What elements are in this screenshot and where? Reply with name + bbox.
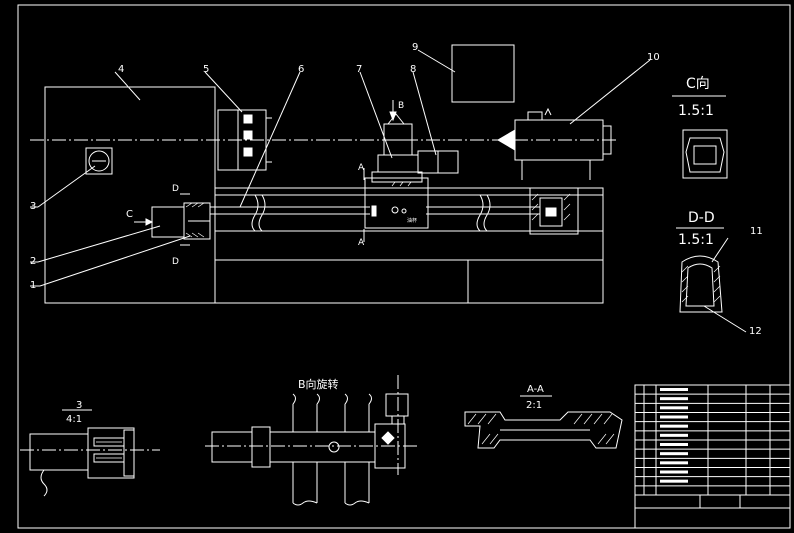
- title-block-cell-text: [660, 461, 688, 465]
- machine-bed: [214, 187, 604, 304]
- title-block-cell-text: [660, 433, 688, 437]
- title-block: [634, 384, 791, 529]
- title-block-cell-text: [660, 470, 688, 474]
- a-a-section: A-A 2:1: [464, 384, 623, 449]
- detail-3-title: 3: [76, 400, 82, 411]
- detail-3-scale: 4:1: [66, 414, 82, 425]
- callout-11: 11: [750, 226, 763, 237]
- callout-3: 3: [30, 201, 36, 212]
- title-block-cell-text: [660, 479, 688, 483]
- a-section-title: A-A: [527, 384, 544, 395]
- control-box: [451, 44, 515, 103]
- callout-2: 2: [30, 256, 36, 267]
- section-mark-a-bottom: A: [358, 238, 365, 248]
- detail-3-marker: [85, 147, 113, 175]
- c-view-scale: 1.5:1: [678, 103, 714, 119]
- b-rotated-title: B向旋转: [298, 377, 339, 391]
- title-block-cell-text: [660, 452, 688, 456]
- c-view: C向 1.5:1: [672, 76, 728, 179]
- title-block-cell-text: [660, 415, 688, 419]
- callout-1: 1: [30, 280, 36, 291]
- headstock-housing: [44, 86, 216, 304]
- callout-12: 12: [749, 326, 762, 337]
- main-assembly-view: 油杯: [30, 44, 651, 304]
- a-section-scale: 2:1: [526, 400, 542, 411]
- drive-motor: [151, 206, 185, 238]
- b-rotated-view: B向旋转: [205, 375, 420, 506]
- section-mark-b: B: [398, 101, 404, 111]
- title-block-cell-text: [660, 406, 688, 410]
- drawing-border: [17, 4, 791, 529]
- callout-5: 5: [203, 64, 209, 75]
- section-mark-d-bottom: D: [172, 257, 179, 267]
- callout-7: 7: [356, 64, 362, 75]
- section-mark-a-top: A: [358, 163, 365, 173]
- title-block-cell-text: [660, 397, 688, 401]
- d-d-section: D-D 1.5:1: [676, 210, 747, 333]
- c-view-title: C向: [686, 76, 710, 92]
- carriage: [364, 177, 429, 229]
- detail-3-view: 3 4:1: [20, 400, 160, 497]
- callout-4: 4: [118, 64, 124, 75]
- section-mark-c: C: [126, 209, 133, 220]
- callout-9: 9: [412, 42, 418, 53]
- title-block-cell-text: [660, 388, 688, 391]
- title-block-cell-text: [660, 424, 688, 428]
- d-section-scale: 1.5:1: [678, 232, 714, 248]
- title-block-cell-text: [660, 443, 688, 446]
- section-marks: A A B C D D: [126, 101, 404, 267]
- callout-labels: 4 5 6 7 8 9 10 3 2 1 11 12: [30, 42, 763, 337]
- d-section-title: D-D: [688, 210, 715, 226]
- callout-8: 8: [410, 64, 416, 75]
- svg-text:油杯: 油杯: [407, 217, 417, 224]
- section-mark-d-top: D: [172, 184, 179, 194]
- callout-10: 10: [647, 52, 660, 63]
- chuck: [217, 109, 267, 171]
- callout-6: 6: [298, 64, 304, 75]
